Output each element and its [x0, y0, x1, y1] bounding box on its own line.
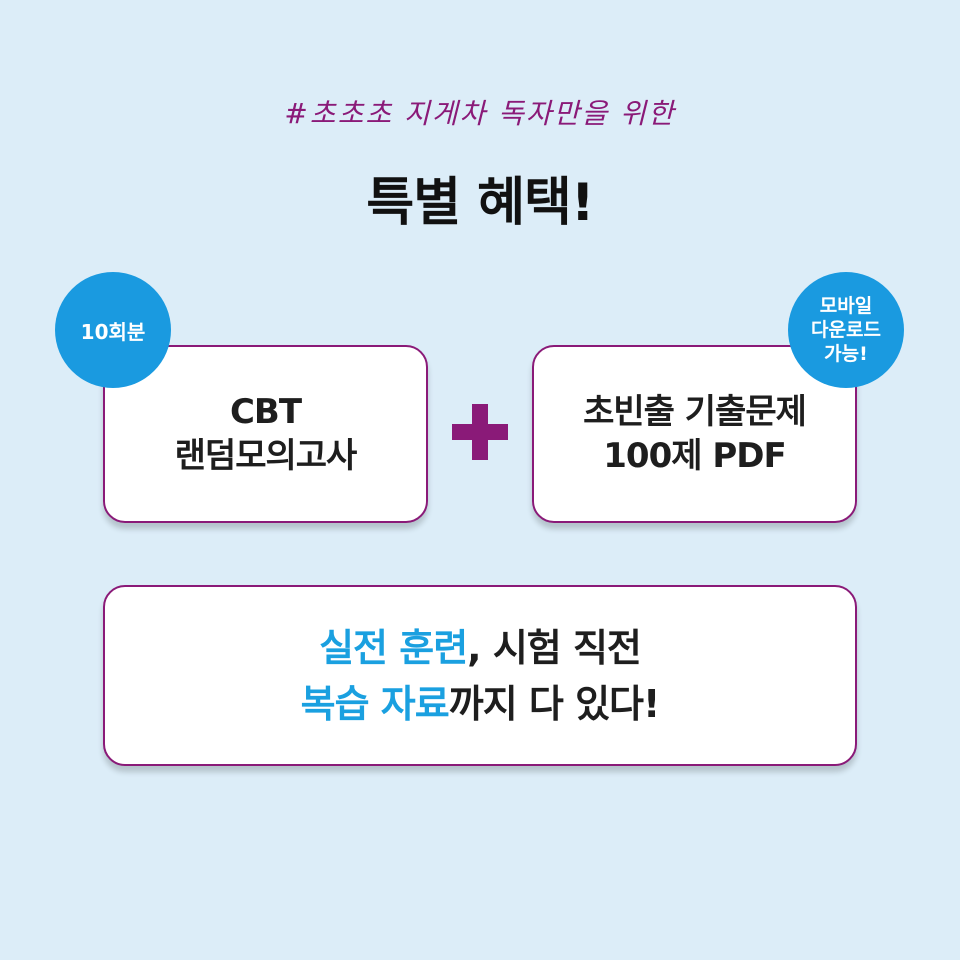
page-title: 특별 혜택!	[366, 173, 594, 233]
card-title-line2: 랜덤모의고사	[174, 436, 358, 476]
summary-rest2: 까지 다 있다!	[448, 681, 661, 726]
summary-highlight1: 실전 훈련	[319, 625, 468, 670]
card-title-line2: 100제 PDF	[603, 436, 786, 476]
summary-line1: 실전 훈련, 시험 직전	[319, 620, 642, 676]
card-title-line1: CBT	[229, 392, 302, 432]
plus-icon	[452, 404, 508, 460]
card-title-line1: 초빈출 기출문제	[583, 392, 807, 432]
summary-card: 실전 훈련, 시험 직전 복습 자료까지 다 있다!	[103, 585, 857, 766]
summary-rest1: , 시험 직전	[467, 625, 642, 670]
summary-highlight2: 복습 자료	[300, 681, 450, 726]
pdf-questions-card: 초빈출 기출문제 100제 PDF	[532, 345, 857, 523]
badge-line2: 다운로드	[811, 319, 881, 341]
badge-line1: 모바일	[819, 295, 873, 317]
badge-line3: 가능!	[824, 343, 868, 365]
subtitle: #초초초 지게차 독자만을 위한	[284, 97, 676, 130]
count-badge-label: 10회분	[80, 319, 146, 344]
cbt-mock-exam-card: CBT 랜덤모의고사	[103, 345, 428, 523]
mobile-download-badge: 모바일 다운로드 가능!	[788, 272, 904, 388]
count-badge: 10회분	[55, 272, 171, 388]
summary-line2: 복습 자료까지 다 있다!	[300, 676, 661, 732]
